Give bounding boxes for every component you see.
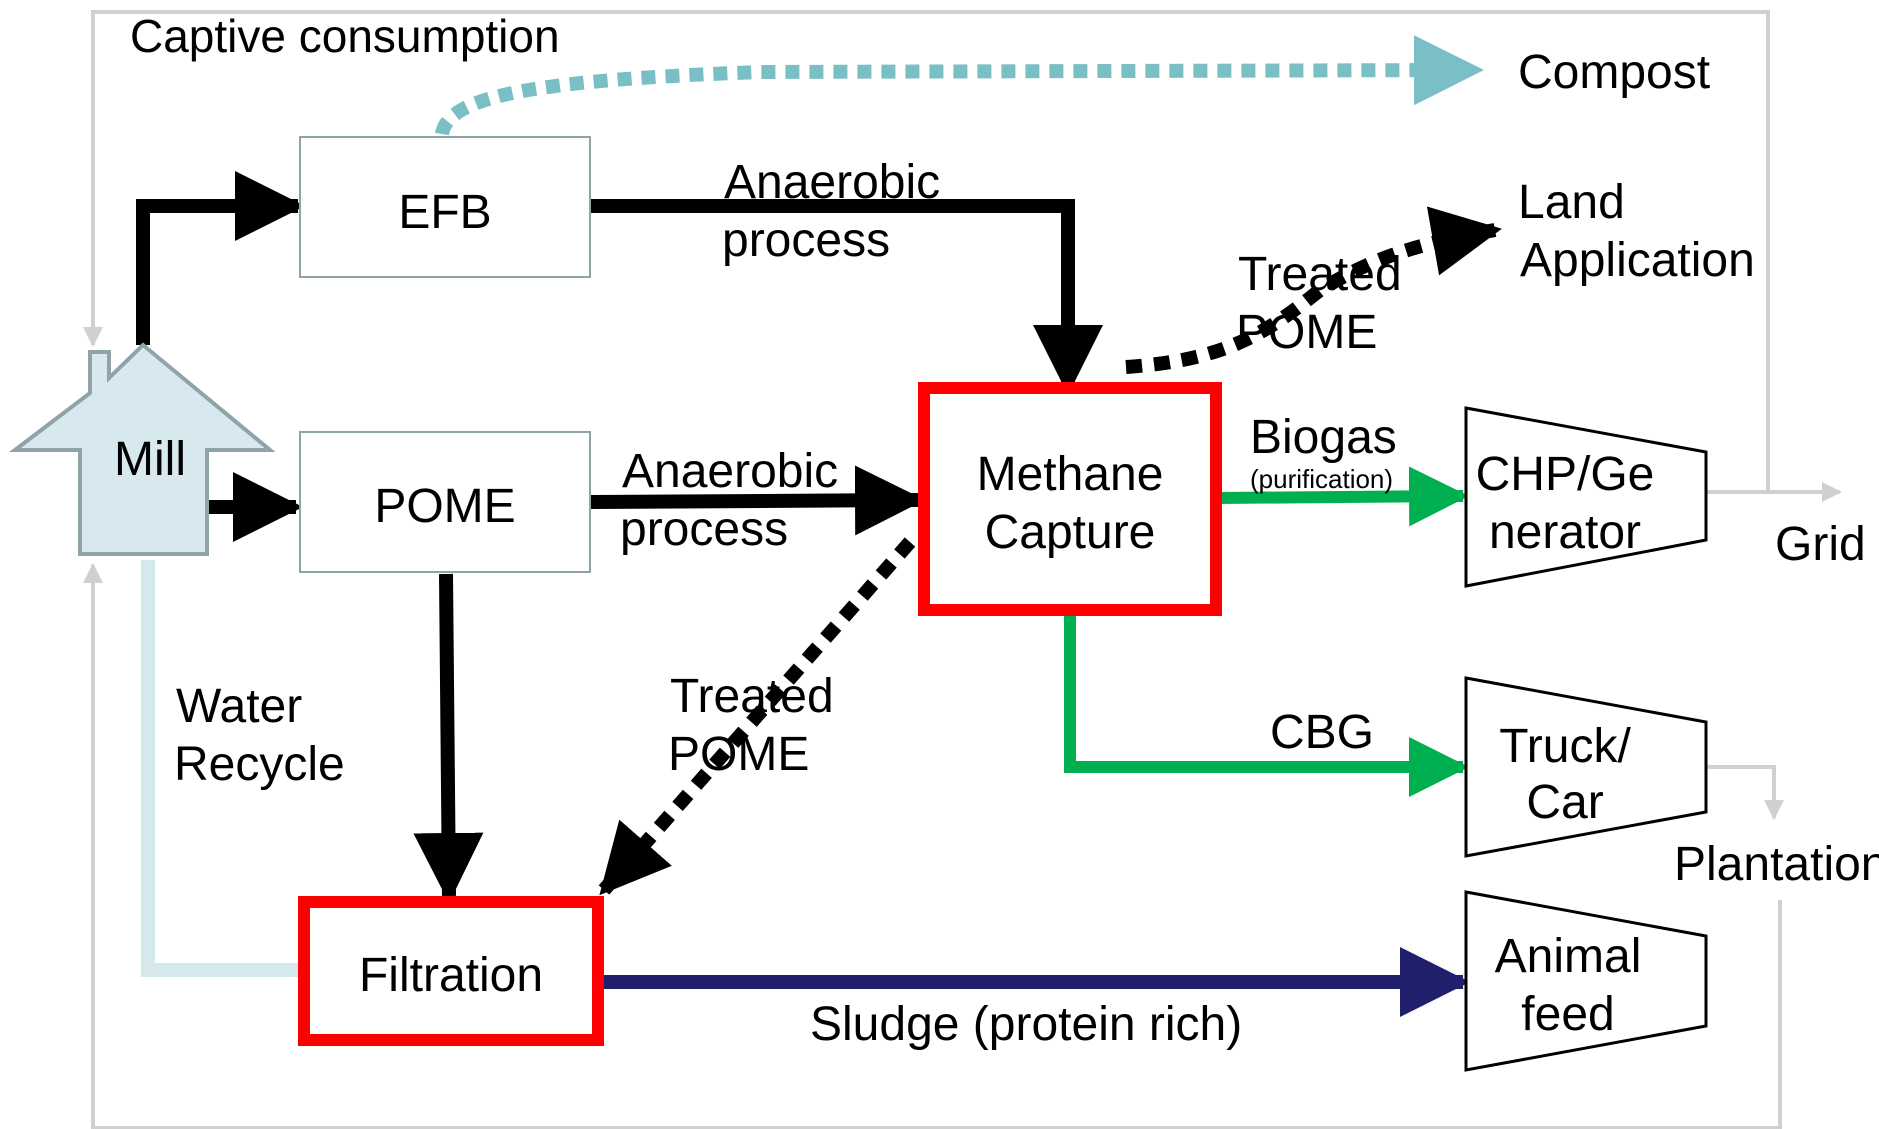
treated-pome-land-line-1: Treated [1238,248,1402,301]
treated-pome-land-line-2: POME [1236,306,1377,359]
water-recycle-line [141,560,303,977]
truck-to-plantation-arrow [1706,765,1784,820]
efb-process-line-2: process [722,214,890,267]
chp-generator-node: CHP/Ge nerator [1464,406,1708,588]
purification-label: (purification) [1250,464,1393,494]
pome-process-line-2: process [620,503,788,556]
filtration-label: Filtration [359,949,543,1002]
pome-label: POME [374,480,515,533]
pome-to-methane-arrow [589,465,925,536]
methane-capture-line-1: Methane [977,448,1164,501]
filtration-node: Filtration [298,896,604,1046]
animal-feed-node: Animal feed [1464,890,1708,1072]
compost-label: Compost [1518,46,1710,99]
cbg-to-truck-arrow [1064,612,1469,797]
treated-pome-filtration-line-1: Treated [670,670,834,723]
efb-to-methane-arrow [590,199,1103,395]
efb-process-line-1: Anaerobic [724,156,940,209]
mill-label: Mill [114,433,186,486]
pome-to-filtration-arrow [413,573,484,903]
pome-node: POME [299,431,591,573]
animal-feed-line-2: feed [1521,988,1614,1041]
biogas-to-chp-arrow [1215,466,1469,527]
mill-to-efb-arrow [136,171,305,345]
efb-node: EFB [299,136,591,278]
animal-feed-line-1: Animal [1495,930,1642,983]
mill-node: Mill [9,342,276,556]
cbg-label: CBG [1270,706,1374,759]
captive-consumption-frame [83,10,1782,1129]
water-recycle-line-1: Water [176,680,302,733]
chp-line-1: CHP/Ge [1476,448,1655,501]
compost-flow-arrow [435,35,1484,136]
land-application-line-2: Application [1520,234,1755,287]
efb-label: EFB [398,186,491,239]
pome-process-line-1: Anaerobic [622,445,838,498]
biogas-label: Biogas [1250,411,1397,464]
mill-house-shape [9,342,276,556]
methane-capture-node: Methane Capture [918,382,1222,616]
methane-capture-line-2: Capture [985,506,1156,559]
chp-line-2: nerator [1489,506,1641,559]
sludge-label: Sludge (protein rich) [810,998,1242,1051]
grid-label: Grid [1775,518,1866,571]
truck-car-node: Truck/ Car [1464,676,1708,858]
captive-consumption-label: Captive consumption [130,10,560,62]
truck-line-1: Truck/ [1499,720,1631,773]
truck-line-2: Car [1526,776,1603,829]
plantation-label: Plantation [1674,838,1879,891]
treated-pome-to-filtration-arrow [598,537,916,896]
land-application-line-1: Land [1518,176,1625,229]
treated-pome-filtration-line-2: POME [668,728,809,781]
water-recycle-line-2: Recycle [174,738,345,791]
